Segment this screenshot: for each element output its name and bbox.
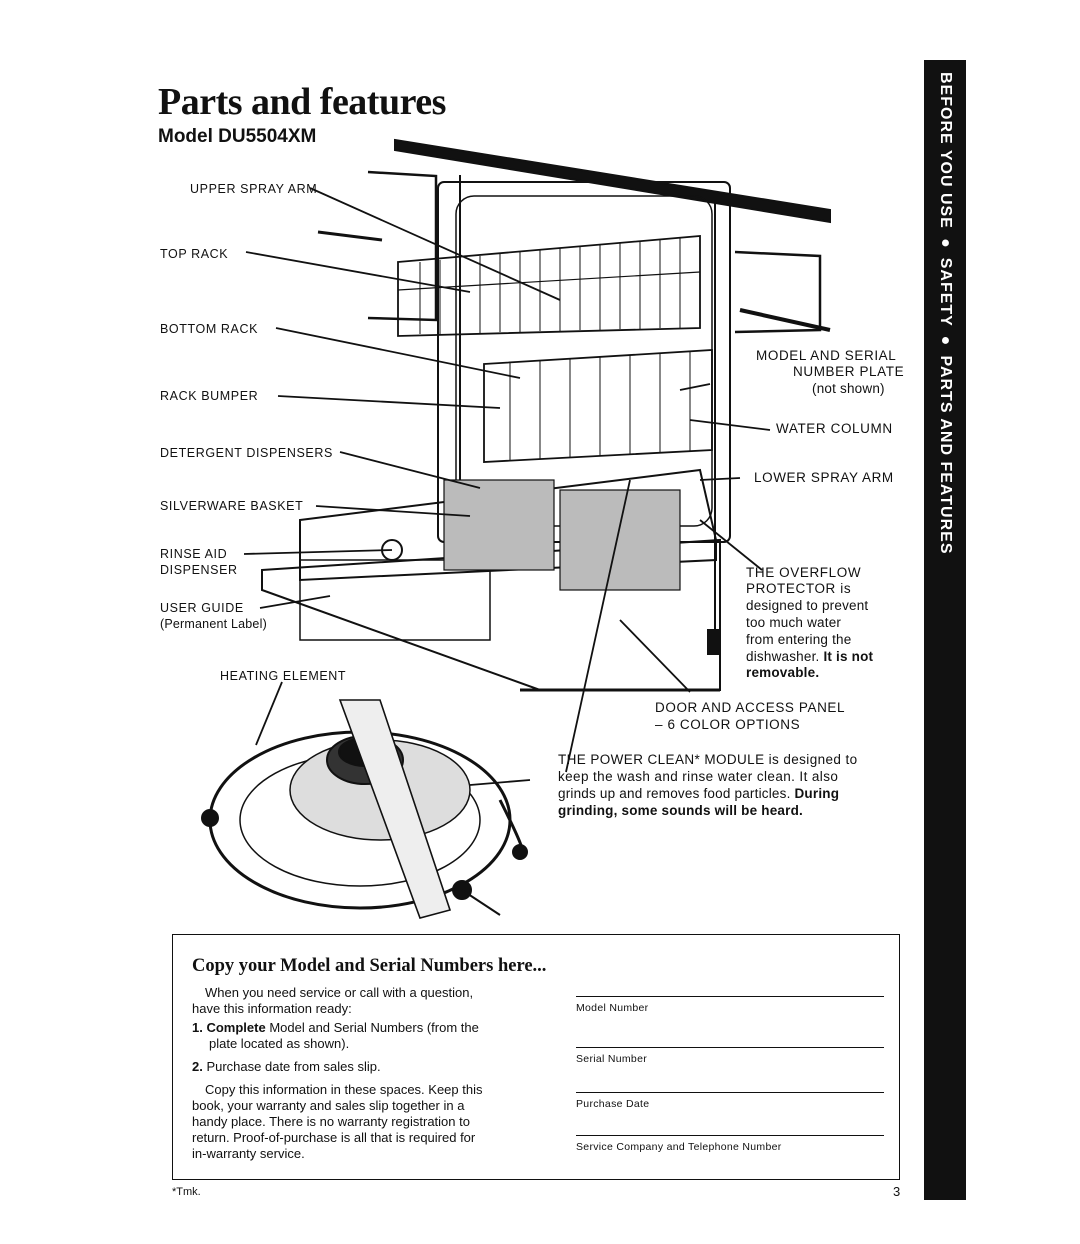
copy-box-title: Copy your Model and Serial Numbers here.… bbox=[192, 956, 547, 976]
copy-para-4: return. Proof-of-purchase is all that is… bbox=[192, 1130, 476, 1145]
power-clean-1b: is designed to bbox=[764, 752, 858, 767]
power-clean-3b: During bbox=[794, 786, 840, 801]
label-overflow-4: too much water bbox=[746, 615, 842, 630]
label-overflow-6b: It is not bbox=[823, 649, 874, 664]
label-top-rack: TOP RACK bbox=[160, 247, 229, 261]
step1-bold: Complete bbox=[206, 1020, 266, 1035]
copy-intro-1: When you need service or call with a que… bbox=[205, 985, 474, 1000]
model-number-label: Model Number bbox=[576, 1002, 649, 1014]
serial-number-line[interactable] bbox=[576, 1047, 884, 1048]
label-rack-bumper: RACK BUMPER bbox=[160, 389, 259, 403]
label-upper-spray-arm: UPPER SPRAY ARM bbox=[190, 182, 318, 196]
label-water-column: WATER COLUMN bbox=[776, 421, 893, 436]
model-number-line[interactable] bbox=[576, 996, 884, 997]
copy-step-1-cont: plate located as shown). bbox=[209, 1036, 350, 1051]
side-tab bbox=[924, 60, 966, 1200]
step2-text: Purchase date from sales slip. bbox=[202, 1059, 381, 1074]
label-rinse-aid: RINSE AID bbox=[160, 547, 228, 561]
page-title: Parts and features bbox=[158, 81, 446, 123]
step1-num: 1. bbox=[192, 1020, 203, 1035]
label-power-clean-1: THE POWER CLEAN* MODULE is designed to bbox=[558, 752, 858, 768]
service-company-line[interactable] bbox=[576, 1135, 884, 1136]
power-clean-3a: grinds up and removes food particles. bbox=[558, 786, 795, 801]
side-tab-text: BEFORE YOU USE ● SAFETY ● PARTS AND FEAT… bbox=[937, 72, 954, 555]
label-door-panel-2: – 6 COLOR OPTIONS bbox=[655, 717, 801, 732]
label-overflow-1: THE OVERFLOW bbox=[746, 565, 862, 580]
label-power-clean-3: grinds up and removes food particles. Du… bbox=[558, 786, 839, 802]
label-overflow-6a: dishwasher. bbox=[746, 649, 824, 664]
label-power-clean-4: grinding, some sounds will be heard. bbox=[558, 803, 803, 818]
copy-para-2: book, your warranty and sales slip toget… bbox=[192, 1098, 465, 1113]
step1-text: Model and Serial Numbers (from the bbox=[265, 1020, 479, 1035]
label-model-serial-2: NUMBER PLATE bbox=[793, 364, 905, 379]
power-clean-name: THE POWER CLEAN* MODULE bbox=[558, 752, 765, 767]
footnote: *Tmk. bbox=[172, 1186, 201, 1198]
label-overflow-2: PROTECTOR is bbox=[746, 581, 852, 596]
copy-step-2: 2. Purchase date from sales slip. bbox=[192, 1059, 381, 1074]
label-user-guide-2: (Permanent Label) bbox=[160, 617, 267, 631]
label-overflow-3: designed to prevent bbox=[746, 598, 869, 613]
copy-para-1: Copy this information in these spaces. K… bbox=[205, 1082, 483, 1097]
label-lower-spray-arm: LOWER SPRAY ARM bbox=[754, 470, 894, 485]
service-company-label: Service Company and Telephone Number bbox=[576, 1141, 782, 1153]
purchase-date-label: Purchase Date bbox=[576, 1098, 650, 1110]
copy-para-5: in-warranty service. bbox=[192, 1146, 305, 1161]
label-user-guide: USER GUIDE bbox=[160, 601, 244, 615]
label-overflow-5: from entering the bbox=[746, 632, 852, 647]
serial-number-label: Serial Number bbox=[576, 1053, 648, 1065]
step2-num: 2. bbox=[192, 1059, 203, 1074]
label-rinse-aid-2: DISPENSER bbox=[160, 563, 238, 577]
label-model-serial: MODEL AND SERIAL bbox=[756, 348, 897, 363]
copy-step-1: 1. Complete Model and Serial Numbers (fr… bbox=[192, 1020, 479, 1035]
label-model-serial-3: (not shown) bbox=[812, 381, 885, 396]
label-door-panel: DOOR AND ACCESS PANEL bbox=[655, 700, 846, 715]
copy-numbers-box bbox=[172, 934, 900, 1180]
page-number: 3 bbox=[893, 1184, 901, 1199]
copy-intro-2: have this information ready: bbox=[192, 1001, 352, 1016]
purchase-date-line[interactable] bbox=[576, 1092, 884, 1093]
copy-para-3: handy place. There is no warranty regist… bbox=[192, 1114, 470, 1129]
label-bottom-rack: BOTTOM RACK bbox=[160, 322, 259, 336]
label-power-clean-2: keep the wash and rinse water clean. It … bbox=[558, 769, 839, 784]
label-overflow-6: dishwasher. It is not bbox=[746, 649, 873, 665]
label-detergent-dispensers: DETERGENT DISPENSERS bbox=[160, 446, 333, 460]
label-heating-element: HEATING ELEMENT bbox=[220, 669, 347, 683]
label-overflow-7: removable. bbox=[746, 665, 820, 680]
label-silverware-basket: SILVERWARE BASKET bbox=[160, 499, 304, 513]
model-heading: Model DU5504XM bbox=[158, 126, 317, 147]
